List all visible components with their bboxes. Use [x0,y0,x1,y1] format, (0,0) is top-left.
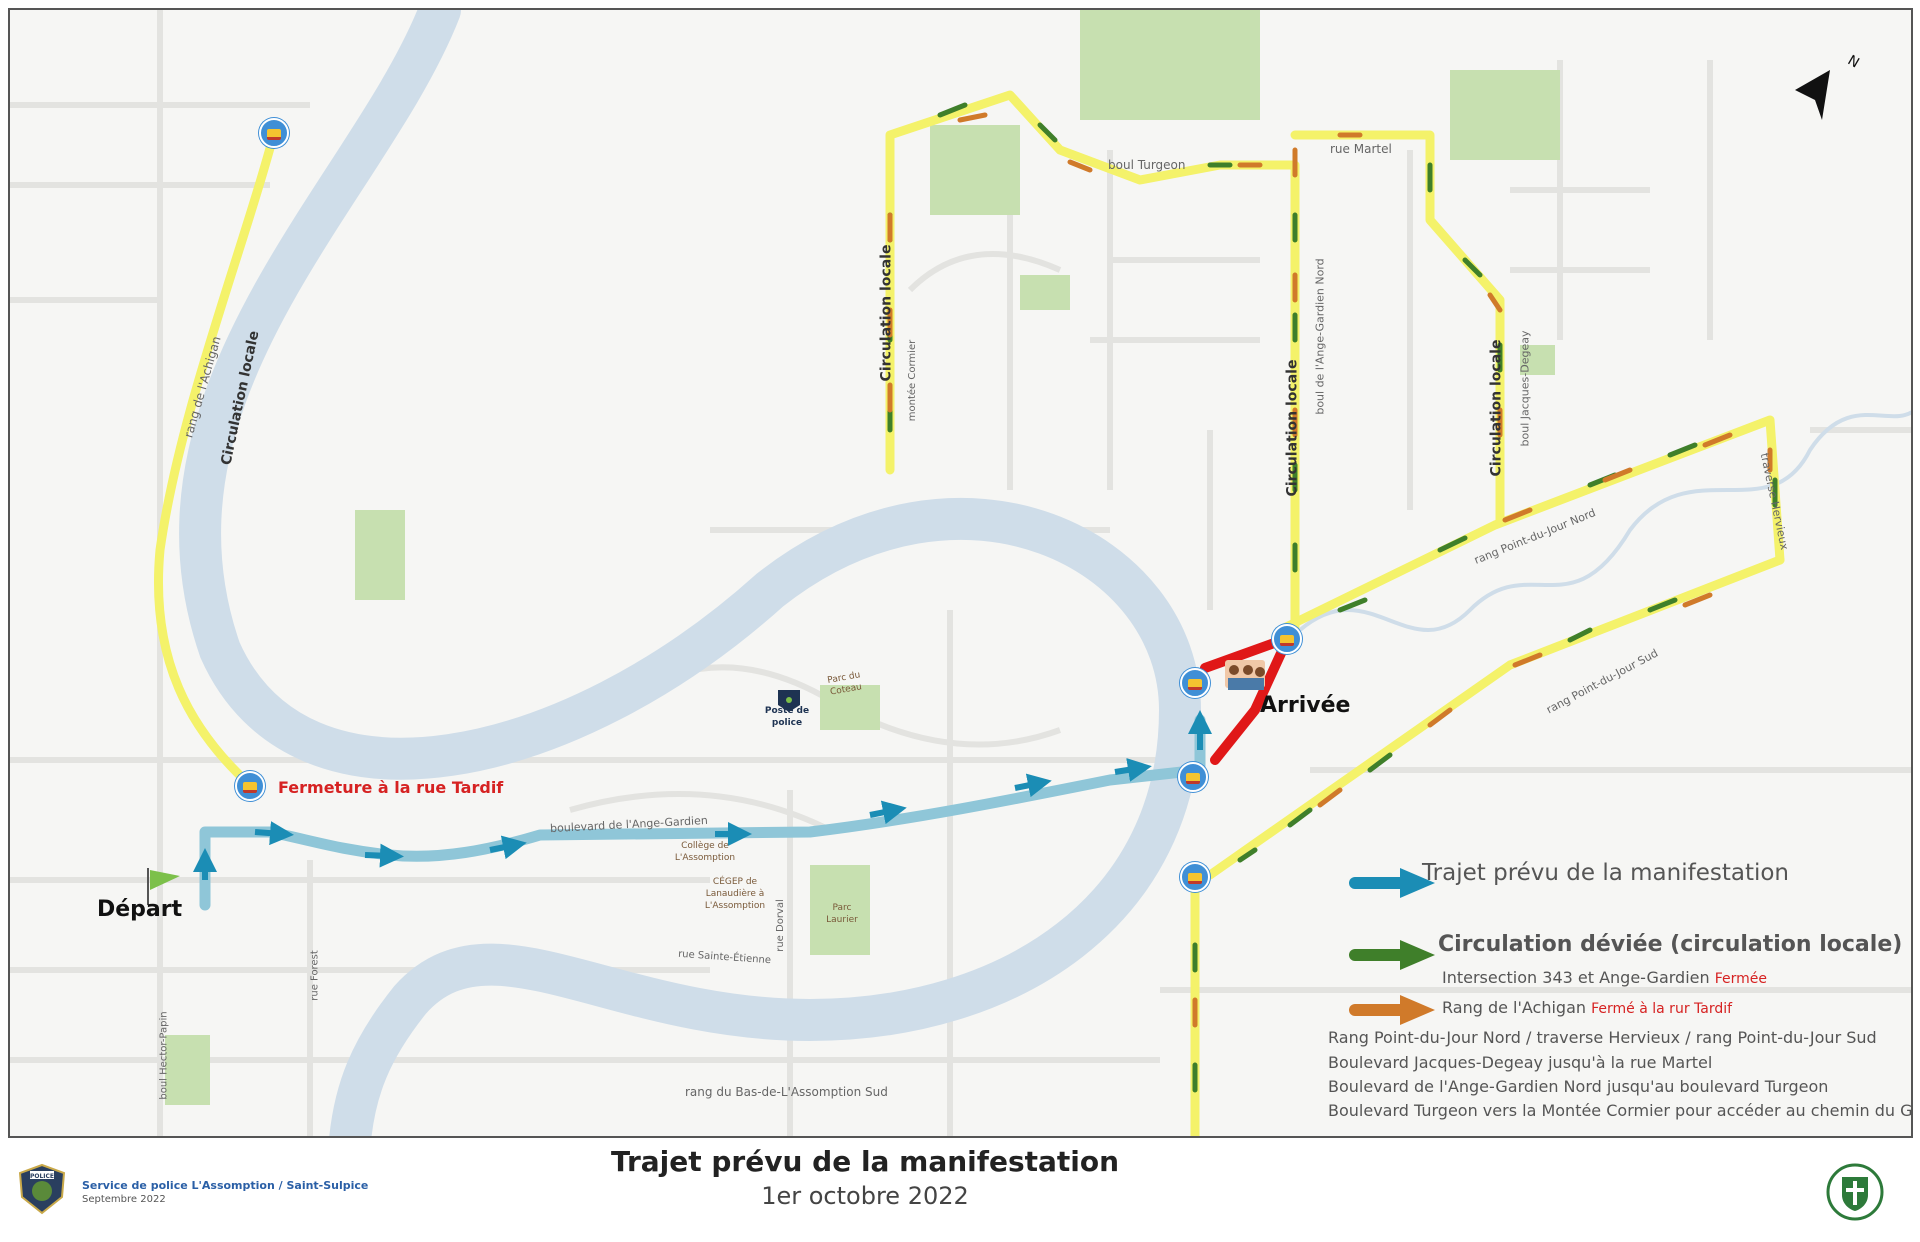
roadblock-marker-tardif[interactable] [235,771,265,801]
legend-trajet: Trajet prévu de la manifestation [1422,860,1790,886]
page-title: Trajet prévu de la manifestation [610,1145,1120,1178]
legend-line-1: Rang Point-du-Jour Nord / traverse Hervi… [1328,1028,1877,1047]
deviation-roads [153,90,1785,1136]
label-circulation-locale-degeay: Circulation locale [1488,339,1505,477]
stream [1298,410,1911,632]
legend-line-2: Boulevard Jacques-Degeay jusqu'à la rue … [1328,1053,1713,1072]
poi-parc-laurier[interactable]: Parc Laurier [826,903,858,925]
roadblock-marker-ange-gardien[interactable] [1178,762,1208,792]
road-pdj-sud [1205,555,1785,880]
compass-icon [1795,70,1830,120]
label-circulation-locale-cormier: Circulation locale [878,244,895,382]
police-logo: POLICE [16,1163,68,1215]
label-depart: Départ [97,897,183,922]
poi-poste-police[interactable]: Poste de police [764,706,810,728]
start-flag-icon [147,868,180,905]
roadblock-marker-343[interactable] [1180,862,1210,892]
label-arrivee: Arrivée [1260,693,1351,718]
planned-route [193,710,1212,911]
poi-college[interactable]: Collège de L'Assomption [674,841,736,863]
police-badge-text: POLICE [30,1173,54,1180]
legend-line-4: Boulevard Turgeon vers la Montée Cormier… [1328,1101,1913,1120]
legend-intersection: Intersection 343 et Ange-Gardien Fermée [1442,968,1767,987]
legend-deviee: Circulation déviée (circulation locale) [1438,932,1903,957]
label-jacques-degeay: boul Jacques-Degeay [1518,330,1532,447]
roadblock-marker-arrival-east[interactable] [1272,624,1302,654]
label-turgeon: boul Turgeon [1108,158,1186,172]
map-frame[interactable]: rang de l'Achigan Circulation locale bou… [8,8,1913,1138]
legend-achigan-status: Fermé à la rur Tardif [1591,1001,1733,1017]
legend-intersection-status: Fermée [1714,971,1767,987]
legend-achigan: Rang de l'Achigan Fermé à la rur Tardif [1442,998,1732,1017]
label-ange-gardien-nord: boul de l'Ange-Gardien Nord [1313,258,1327,415]
page-date: 1er octobre 2022 [761,1182,969,1210]
legend-line-3: Boulevard de l'Ange-Gardien Nord jusqu'a… [1328,1077,1829,1096]
label-hector-papin: boul Hector-Papin [158,1011,170,1100]
parks [165,10,1560,1105]
poi-cegep[interactable]: CÉGEP de Lanaudière à L'Assomption [704,877,766,911]
map-canvas[interactable] [10,10,1913,1138]
protesters-icon [1225,660,1265,690]
closure-zone [1200,633,1293,765]
road-martel-degeay [1290,130,1505,525]
label-fermeture-tardif: Fermeture à la rue Tardif [278,778,504,797]
roadblock-marker-achigan-north[interactable] [259,118,289,148]
direction-arrows [887,102,1778,1093]
police-station-icon [778,690,800,712]
city-crest-icon [1826,1163,1884,1221]
legend-arrows [1349,868,1435,1025]
label-bas-assomption: rang du Bas-de-L'Assomption Sud [685,1085,888,1099]
road-rang-achigan [153,125,280,790]
road-turgeon-loop [885,90,1300,640]
org-date: Septembre 2022 [82,1194,166,1205]
label-forest: rue Forest [309,950,321,1001]
legend-intersection-label: Intersection 343 et Ange-Gardien [1442,968,1710,987]
river [179,10,1202,1136]
org-name: Service de police L'Assomption / Saint-S… [82,1179,369,1192]
roadblock-marker-arrival-west[interactable] [1180,668,1210,698]
label-cormier: montée Cormier [907,339,919,422]
legend-achigan-label: Rang de l'Achigan [1442,998,1587,1017]
label-martel: rue Martel [1330,142,1392,156]
label-circulation-locale-ange-gardien-nord: Circulation locale [1284,359,1301,497]
